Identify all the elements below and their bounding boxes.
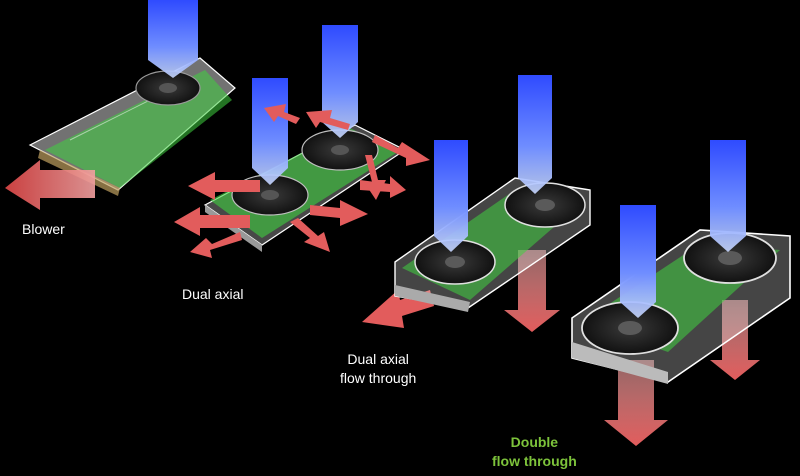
fan-icon (581, 301, 679, 355)
exhaust-arrow (174, 207, 250, 236)
fan-icon (414, 239, 496, 285)
exhaust-arrow (372, 135, 430, 166)
intake-arrow (518, 75, 552, 194)
blower-card-group (5, 0, 236, 210)
label-double-flow-through: Double flow through (492, 433, 577, 471)
exhaust-arrow (5, 160, 95, 210)
label-dual-axial-flow-through: Dual axial flow through (340, 350, 416, 388)
exhaust-arrow (710, 300, 760, 380)
fan-icon (301, 129, 379, 171)
intake-arrow (434, 140, 468, 252)
label-line: flow through (340, 370, 417, 386)
label-line: flow through (492, 453, 577, 469)
intake-arrow (322, 25, 358, 138)
exhaust-arrow (190, 232, 242, 258)
label-line: Dual axial (347, 351, 409, 367)
exhaust-arrow (264, 104, 300, 124)
dual-axial-flow-through-card-group (362, 75, 591, 332)
dual-axial-card-group (174, 25, 430, 258)
fan-icon (504, 182, 586, 228)
intake-arrow (710, 140, 746, 252)
exhaust-arrow (188, 172, 260, 200)
exhaust-arrow (504, 250, 560, 332)
exhaust-arrow (604, 360, 668, 446)
exhaust-arrow (310, 200, 368, 226)
label-line: Double (510, 434, 559, 450)
fan-icon (135, 70, 201, 106)
exhaust-arrow (360, 176, 406, 198)
intake-arrow (252, 78, 288, 185)
intake-arrow (620, 205, 656, 318)
exhaust-arrow (306, 110, 350, 130)
exhaust-arrow (364, 155, 386, 200)
label-dual-axial: Dual axial (182, 285, 243, 304)
label-blower: Blower (22, 220, 65, 239)
label-line: Blower (22, 221, 65, 237)
double-flow-through-card-group (571, 140, 791, 446)
intake-arrow (148, 0, 198, 78)
exhaust-arrow (290, 218, 330, 252)
label-line: Dual axial (182, 286, 244, 302)
